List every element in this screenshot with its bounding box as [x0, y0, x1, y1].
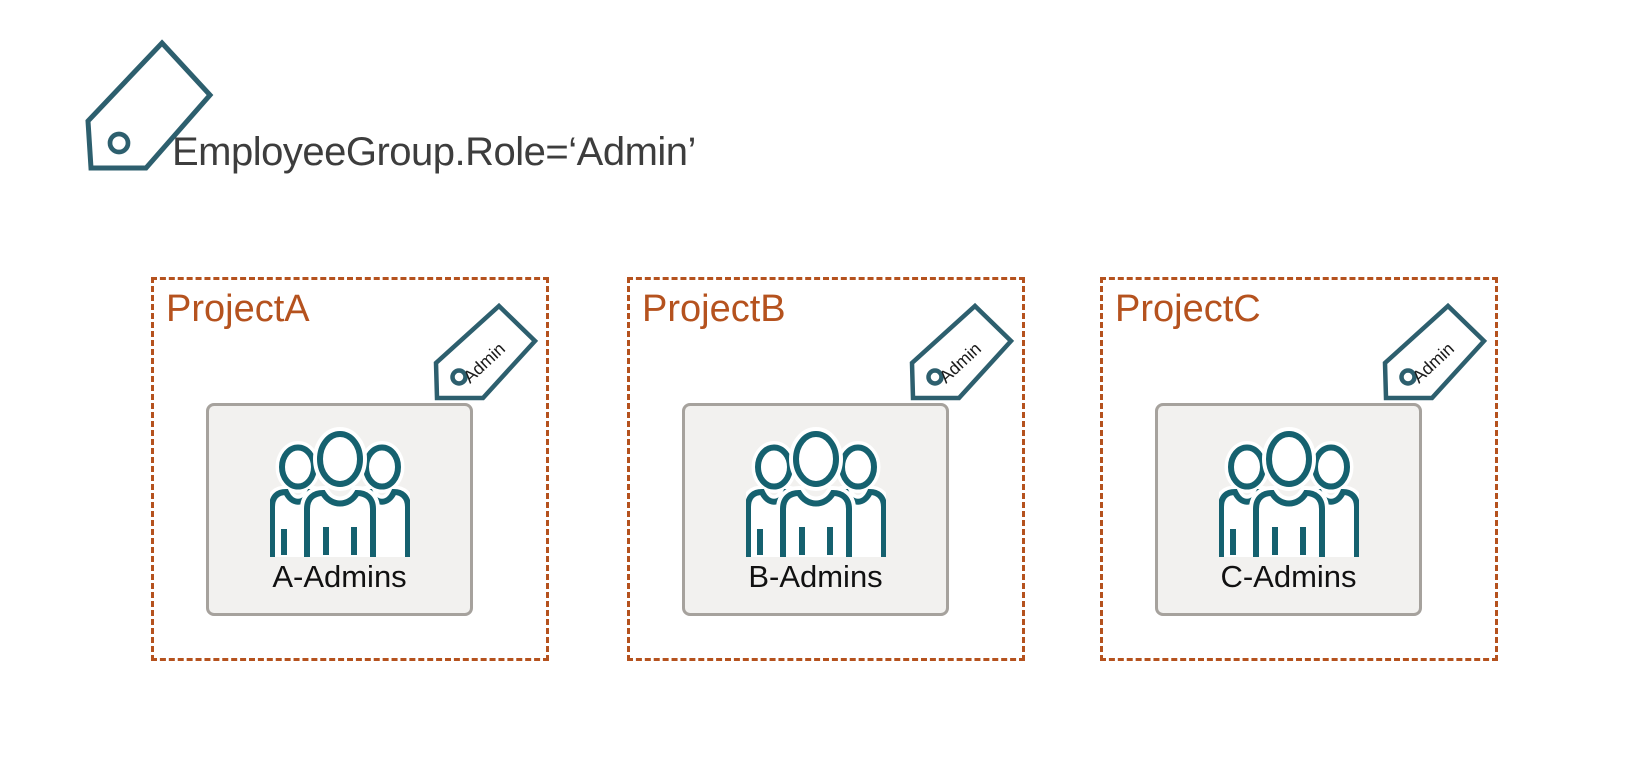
group-label: C-Admins [1220, 559, 1357, 594]
group-label: A-Admins [272, 559, 407, 594]
project-title: ProjectB [642, 288, 786, 330]
project-box: ProjectA Admin [151, 277, 549, 661]
project-title: ProjectA [166, 288, 310, 330]
group-card: C-Admins [1155, 403, 1422, 616]
admin-tag-icon: Admin [909, 302, 1015, 401]
group-people-icon [269, 427, 410, 557]
group-card: A-Admins [206, 403, 473, 616]
project-title: ProjectC [1115, 288, 1261, 330]
group-people-icon [745, 427, 886, 557]
admin-tag-icon: Admin [433, 302, 539, 401]
tag-rule-label: EmployeeGroup.Role=‘Admin’ [172, 130, 696, 174]
group-people-icon [1218, 427, 1359, 557]
admin-tag-icon: Admin [1382, 302, 1488, 401]
project-box: ProjectC Admin [1100, 277, 1498, 661]
group-label: B-Admins [748, 559, 883, 594]
project-box: ProjectB Admin [627, 277, 1025, 661]
group-card: B-Admins [682, 403, 949, 616]
tag-icon [85, 39, 214, 171]
